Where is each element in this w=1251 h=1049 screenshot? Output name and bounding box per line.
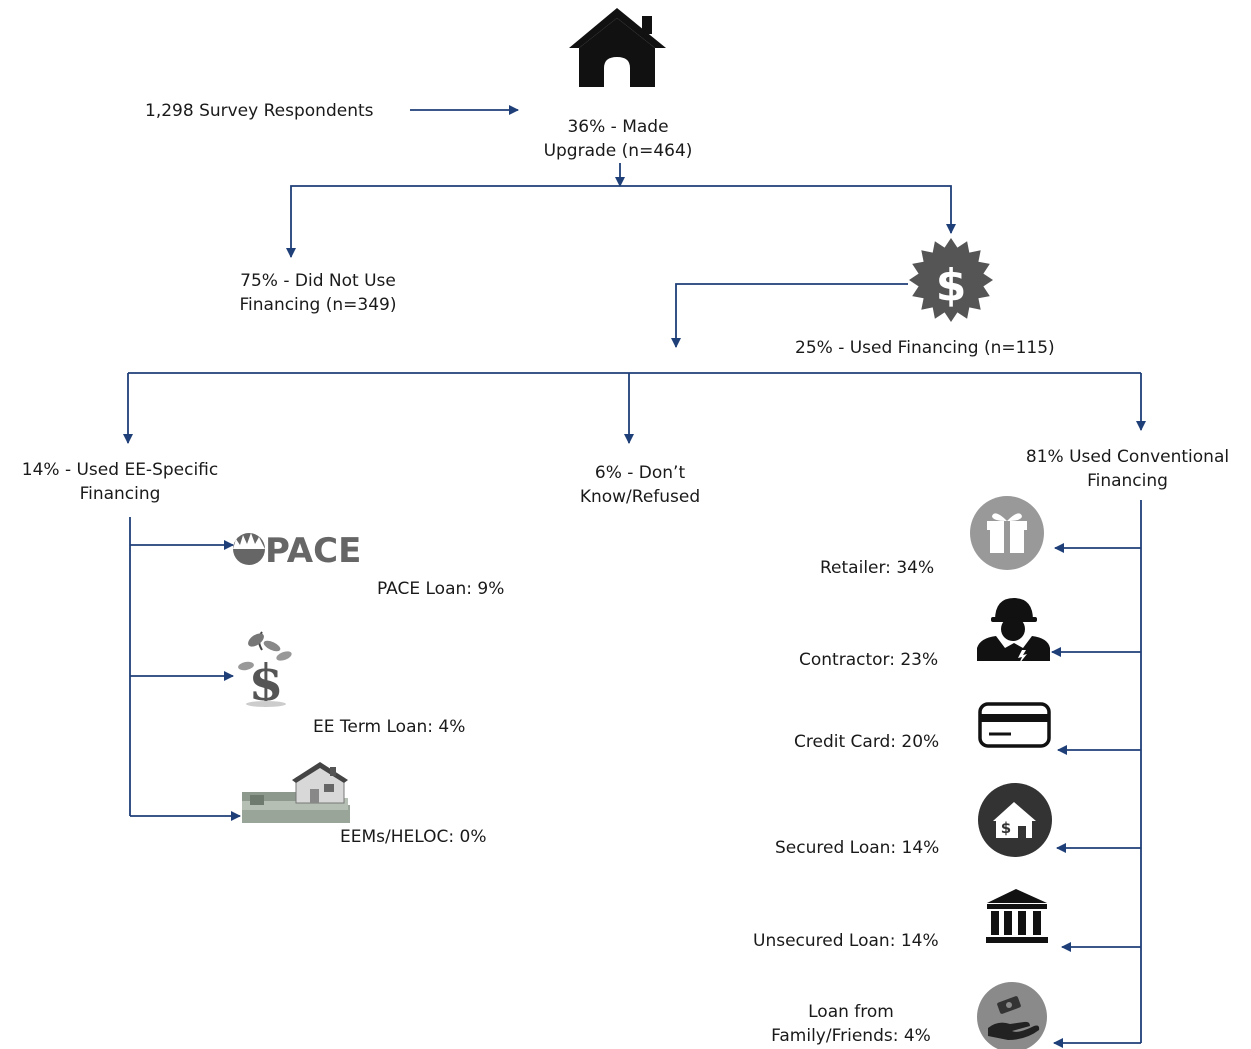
- secured-loan-label: Secured Loan: 14%: [775, 838, 940, 858]
- ee-specific-line-1: 14% - Used EE-Specific: [21, 460, 219, 480]
- connector-split-no-financing: [286, 185, 620, 258]
- pace-loan-label: PACE Loan: 9%: [377, 579, 505, 599]
- respondents-label: 1,298 Survey Respondents: [145, 101, 374, 121]
- connector-split-financing: [620, 185, 956, 234]
- contractor-label: Contractor: 23%: [799, 650, 939, 670]
- dollar-badge-icon: $: [909, 238, 993, 322]
- conventional-label: 81% Used Conventional Financing: [1010, 445, 1245, 493]
- credit-card-label: Credit Card: 20%: [794, 732, 940, 752]
- svg-text:$: $: [1001, 819, 1011, 837]
- dont-know-line-1: 6% - Don’t: [594, 463, 686, 483]
- family-loan-line-2: Family/Friends: 4%: [771, 1026, 931, 1046]
- svg-text:PACE: PACE: [265, 531, 361, 571]
- family-loan-label: Loan from Family/Friends: 4%: [755, 1000, 947, 1048]
- house-icon: [569, 8, 666, 87]
- ee-specific-label: 14% - Used EE-Specific Financing: [5, 458, 235, 506]
- gift-icon: [970, 496, 1044, 570]
- made-upgrade-line-2: Upgrade (n=464): [543, 141, 693, 161]
- house-on-money-icon: [242, 762, 350, 823]
- conventional-line-1: 81% Used Conventional: [1025, 447, 1230, 467]
- family-loan-line-1: Loan from: [808, 1002, 894, 1022]
- conventional-line-2: Financing: [1087, 471, 1168, 491]
- ee-specific-line-2: Financing: [79, 484, 161, 504]
- dont-know-line-2: Know/Refused: [579, 487, 701, 507]
- no-financing-line-1: 75% - Did Not Use: [240, 271, 396, 291]
- no-financing-label: 75% - Did Not Use Financing (n=349): [208, 269, 428, 317]
- connector-financing-branch: [671, 283, 908, 348]
- dollar-plant-icon: $: [238, 631, 292, 712]
- ee-term-loan-label: EE Term Loan: 4%: [313, 717, 466, 737]
- retailer-label: Retailer: 34%: [820, 558, 935, 578]
- unsecured-loan-label: Unsecured Loan: 14%: [753, 931, 939, 951]
- bank-icon: [986, 889, 1048, 943]
- contractor-icon: [977, 598, 1050, 664]
- hand-money-icon: [977, 982, 1047, 1049]
- credit-card-icon: [978, 702, 1051, 748]
- house-dollar-icon: $: [978, 783, 1052, 857]
- made-upgrade-line-1: 36% - Made: [567, 117, 669, 137]
- svg-text:$: $: [936, 260, 967, 311]
- eems-heloc-label: EEMs/HELOC: 0%: [340, 827, 487, 847]
- made-upgrade-label: 36% - Made Upgrade (n=464): [518, 115, 718, 163]
- dont-know-label: 6% - Don’t Know/Refused: [545, 461, 735, 509]
- no-financing-line-2: Financing (n=349): [239, 295, 397, 315]
- pace-logo: PACE: [233, 531, 361, 571]
- used-financing-label: 25% - Used Financing (n=115): [795, 338, 1055, 358]
